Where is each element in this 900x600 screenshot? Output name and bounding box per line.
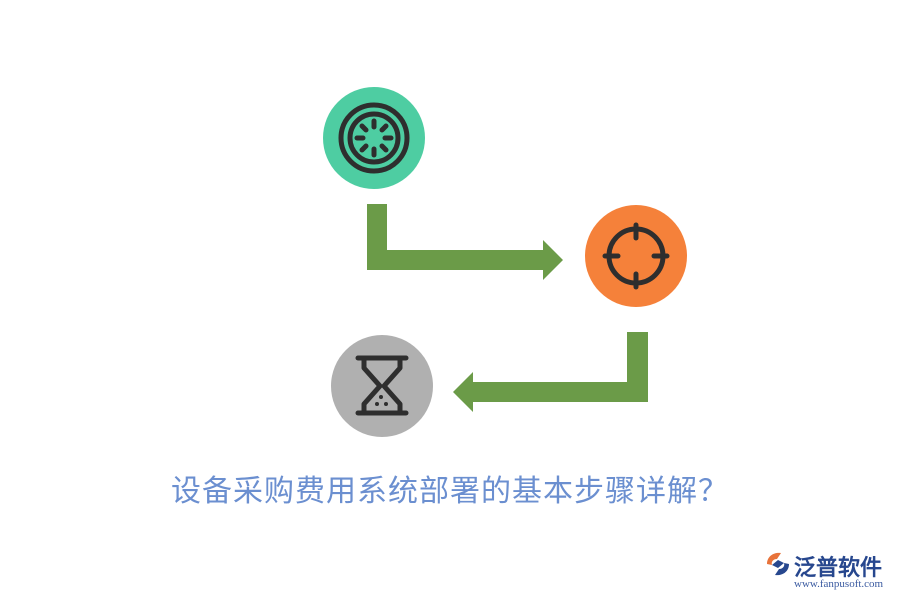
node-timer-circle [323, 87, 425, 189]
flow-diagram [323, 87, 687, 437]
brand-mark-icon [767, 552, 789, 576]
diagram-caption: 设备采购费用系统部署的基本步骤详解？ [171, 474, 729, 509]
node-target [585, 205, 687, 307]
brand-logo: 泛普软件 www.fanpusoft.com [764, 548, 894, 594]
brand-url: www.fanpusoft.com [794, 578, 884, 590]
crosshair-target-icon [602, 222, 670, 290]
timer-dial-icon [338, 102, 410, 174]
node-target-circle [585, 205, 687, 307]
node-hourglass [331, 335, 433, 437]
node-timer [323, 87, 425, 189]
connector-arrow-timer-to-target [367, 204, 563, 280]
brand-name: 泛普软件 [794, 556, 883, 581]
connector-arrow-target-to-hourglass [453, 332, 648, 412]
hourglass-icon [355, 355, 409, 416]
